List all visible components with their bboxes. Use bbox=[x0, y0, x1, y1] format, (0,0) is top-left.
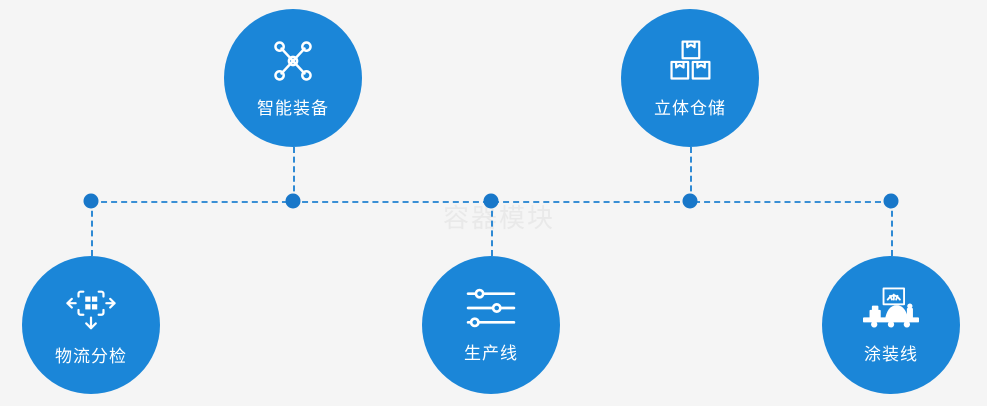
module-label-painting-line: 涂装线 bbox=[864, 344, 918, 365]
module-circle-warehouse[interactable]: 立体仓储 bbox=[621, 9, 759, 147]
module-circle-production-line[interactable]: 生产线 bbox=[422, 256, 560, 394]
node-logistics[interactable] bbox=[83, 193, 99, 209]
paint-booth-vehicle-icon bbox=[863, 286, 919, 330]
node-production-line[interactable] bbox=[483, 193, 499, 209]
network-nodes-icon bbox=[270, 38, 316, 84]
node-smart-equipment[interactable] bbox=[285, 193, 301, 209]
module-label-smart-equipment: 智能装备 bbox=[257, 98, 329, 119]
connector-branch-warehouse bbox=[690, 147, 692, 201]
connector-branch-logistics-sorting bbox=[91, 201, 93, 256]
module-circle-logistics-sorting[interactable]: 物流分检 bbox=[22, 256, 160, 394]
connector-branch-painting-line bbox=[891, 201, 893, 256]
sorting-arrows-icon bbox=[66, 284, 116, 332]
module-label-production-line: 生产线 bbox=[464, 343, 518, 364]
node-warehouse[interactable] bbox=[682, 193, 698, 209]
module-circle-smart-equipment[interactable]: 智能装备 bbox=[224, 9, 362, 147]
node-painting-line[interactable] bbox=[883, 193, 899, 209]
module-label-logistics-sorting: 物流分检 bbox=[55, 346, 127, 367]
stacked-boxes-icon bbox=[666, 38, 714, 84]
module-label-warehouse: 立体仓储 bbox=[654, 98, 726, 119]
connector-branch-smart-equipment bbox=[293, 147, 295, 201]
watermark-text: 容器模块 bbox=[443, 204, 556, 234]
module-circle-painting-line[interactable]: 涂装线 bbox=[822, 256, 960, 394]
sliders-icon bbox=[466, 287, 516, 329]
connector-branch-production-line bbox=[491, 201, 493, 256]
